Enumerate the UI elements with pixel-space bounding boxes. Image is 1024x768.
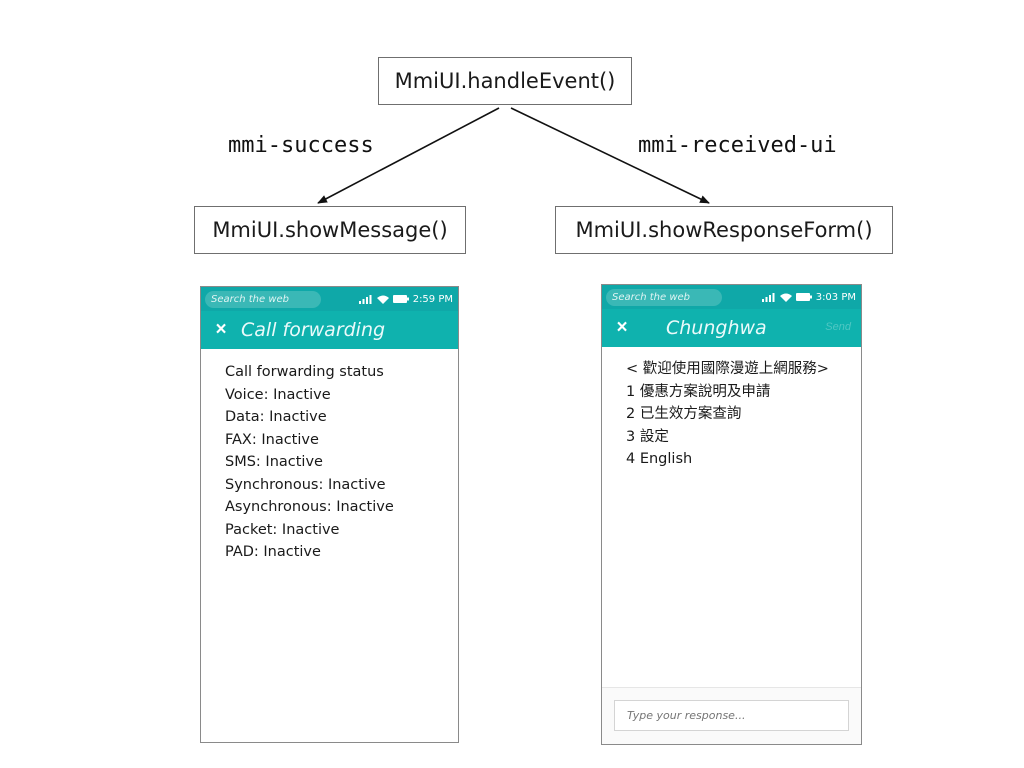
status-time: 3:03 PM [815,291,856,303]
phone-screenshot-response-form: Search the web 3:03 PM × Chunghwa Send <… [601,284,862,745]
node-handle-event: MmiUI.handleEvent() [378,57,632,105]
edge-label-success: mmi-success [228,133,374,158]
message-line: Voice: Inactive [225,386,331,403]
ussd-menu-content: < 歡迎使用國際漫遊上網服務> 1 優惠方案說明及申請 2 已生效方案查詢 3 … [602,347,861,482]
message-line: Synchronous: Inactive [225,476,386,493]
battery-icon [392,295,409,303]
search-web-field[interactable]: Search the web [606,288,722,306]
signal-icon [358,294,373,304]
status-icons: 2:59 PM [358,293,453,305]
message-line: Asynchronous: Inactive [225,499,394,515]
message-line: FAX: Inactive [225,431,319,448]
signal-icon [761,292,776,302]
app-title: Chunghwa [666,317,767,339]
message-line: SMS: Inactive [225,454,323,470]
response-area [602,687,861,744]
edge-label-received-ui: mmi-received-ui [638,133,837,158]
message-line: PAD: Inactive [225,544,321,560]
node-show-message: MmiUI.showMessage() [194,206,466,254]
status-bar: Search the web 2:59 PM [201,287,458,311]
status-time: 2:59 PM [412,293,453,305]
message-line: Data: Inactive [225,409,327,425]
menu-line: 1 優惠方案說明及申請 [626,383,771,400]
wifi-icon [376,295,389,304]
status-bar: Search the web 3:03 PM [602,285,861,309]
search-web-field[interactable]: Search the web [205,290,321,308]
status-icons: 3:03 PM [761,291,856,303]
menu-line: < 歡迎使用國際漫遊上網服務> [626,361,829,377]
menu-line: 4 English [626,451,693,467]
message-content: Call forwarding status Voice: Inactive D… [201,349,458,576]
close-icon[interactable]: × [616,317,628,338]
app-header: × Call forwarding [201,311,458,349]
node-show-response-form: MmiUI.showResponseForm() [555,206,893,254]
battery-icon [795,293,812,301]
wifi-icon [779,293,792,302]
message-line: Call forwarding status [225,364,384,380]
app-title: Call forwarding [241,319,386,341]
app-header: × Chunghwa Send [602,309,861,347]
menu-line: 3 設定 [626,428,669,445]
menu-line: 2 已生效方案查詢 [626,406,742,422]
send-button[interactable]: Send [825,321,851,333]
phone-screenshot-call-forwarding: Search the web 2:59 PM × Call forwarding… [200,286,459,743]
close-icon[interactable]: × [215,319,227,340]
message-line: Packet: Inactive [225,521,340,538]
response-input[interactable] [614,700,849,731]
